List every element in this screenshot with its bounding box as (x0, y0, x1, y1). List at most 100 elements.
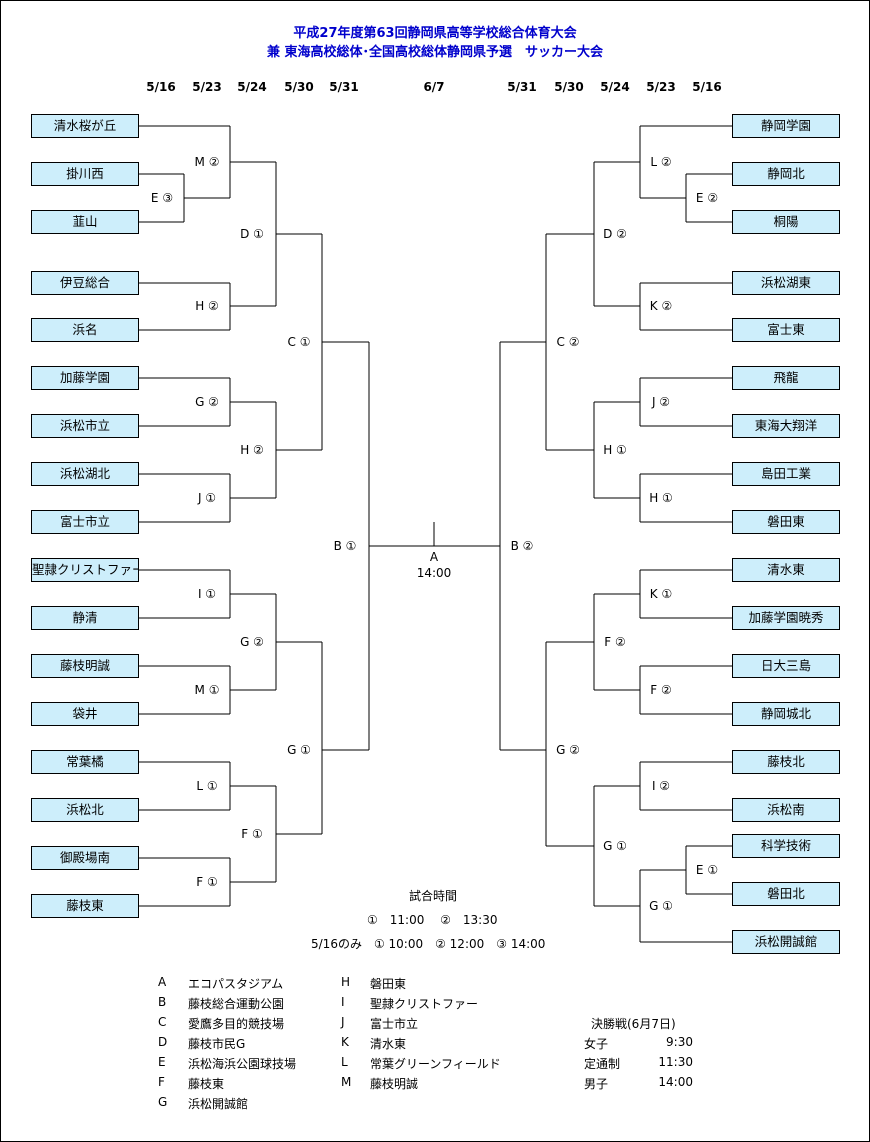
team-box: 掛川西 (31, 162, 139, 186)
round-date: 5/31 (329, 80, 359, 94)
venue-code: F (158, 1075, 165, 1089)
match-label: C ② (556, 335, 580, 349)
match-label: F ② (650, 683, 672, 697)
match-label: G ② (240, 635, 264, 649)
team-box: 藤枝北 (732, 750, 840, 774)
match-label: D ② (603, 227, 627, 241)
round-date: 5/16 (692, 80, 722, 94)
team-box: 韮山 (31, 210, 139, 234)
team-box: 静岡学園 (732, 114, 840, 138)
team-box: 加藤学園 (31, 366, 139, 390)
finals-time: 14:00 (658, 1075, 693, 1089)
venue-name: 藤枝市民G (188, 1037, 246, 1051)
match-label: F ② (604, 635, 626, 649)
match-label: G ② (556, 743, 580, 757)
match-label: L ① (196, 779, 218, 793)
team-box: 伊豆総合 (31, 271, 139, 295)
title-line-2: 兼 東海高校総体･全国高校総体静岡県予選 サッカー大会 (266, 45, 604, 60)
match-label: K ① (649, 587, 673, 601)
match-label: F ① (241, 827, 263, 841)
match-label: C ① (287, 335, 311, 349)
finals-label: 女子 (584, 1037, 609, 1051)
venue-code: G (158, 1095, 168, 1109)
team-box: 磐田東 (732, 510, 840, 534)
team-box: 浜松湖東 (732, 271, 840, 295)
team-box: 加藤学園暁秀 (732, 606, 840, 630)
team-box: 磐田北 (732, 882, 840, 906)
title-line-1: 平成27年度第63回静岡県高等学校総合体育大会 (293, 26, 577, 41)
final-time: 14:00 (416, 566, 452, 580)
team-box: 聖隷クリストファー (31, 558, 139, 582)
match-label: I ② (651, 779, 671, 793)
venue-name: 愛鷹多目的競技場 (188, 1017, 285, 1031)
finals-heading: 決勝戦(6月7日) (591, 1017, 676, 1031)
venue-name: 磐田東 (370, 977, 407, 991)
match-label: E ② (695, 191, 719, 205)
match-label: K ② (649, 299, 673, 313)
team-box: 富士市立 (31, 510, 139, 534)
team-box: 浜松南 (732, 798, 840, 822)
venue-name: エコパスタジアム (188, 977, 284, 991)
venue-code: C (158, 1015, 167, 1029)
venue-code: D (158, 1035, 168, 1049)
round-date: 6/7 (423, 80, 445, 94)
team-box: 浜松開誠館 (732, 930, 840, 954)
team-box: 袋井 (31, 702, 139, 726)
round-date: 5/31 (507, 80, 537, 94)
venue-name: 藤枝総合運動公園 (188, 997, 285, 1011)
venue-code: L (341, 1055, 348, 1069)
team-box: 日大三島 (732, 654, 840, 678)
venue-code: E (158, 1055, 166, 1069)
finals-label: 男子 (584, 1077, 609, 1091)
venue-code: H (341, 975, 351, 989)
match-label: G ② (195, 395, 219, 409)
match-label: L ② (650, 155, 672, 169)
team-box: 浜松市立 (31, 414, 139, 438)
round-date: 5/30 (554, 80, 584, 94)
round-date: 5/23 (192, 80, 222, 94)
team-box: 静清 (31, 606, 139, 630)
venue-code: I (341, 995, 345, 1009)
team-box: 東海大翔洋 (732, 414, 840, 438)
final-venue: A (429, 550, 439, 564)
venue-name: 浜松開誠館 (188, 1097, 249, 1111)
match-label: B ① (333, 539, 357, 553)
round-date: 5/30 (284, 80, 314, 94)
match-label: M ① (194, 683, 220, 697)
venue-code: K (341, 1035, 349, 1049)
team-box: 御殿場南 (31, 846, 139, 870)
match-label: J ① (197, 491, 217, 505)
team-box: 静岡北 (732, 162, 840, 186)
match-label: B ② (510, 539, 534, 553)
team-box: 桐陽 (732, 210, 840, 234)
team-box: 科学技術 (732, 834, 840, 858)
venue-name: 聖隷クリストファー (370, 997, 479, 1011)
schedule-heading: 試合時間 (409, 889, 458, 903)
venue-code: B (158, 995, 167, 1009)
round-date: 5/23 (646, 80, 676, 94)
venue-code: M (341, 1075, 352, 1089)
venue-name: 富士市立 (370, 1017, 419, 1031)
match-label: E ③ (150, 191, 174, 205)
match-label: M ② (194, 155, 220, 169)
team-box: 浜松北 (31, 798, 139, 822)
finals-label: 定通制 (584, 1057, 621, 1071)
venue-name: 藤枝明誠 (370, 1077, 419, 1091)
match-label: I ① (197, 587, 217, 601)
team-box: 清水東 (732, 558, 840, 582)
match-label: J ② (651, 395, 671, 409)
team-box: 富士東 (732, 318, 840, 342)
team-box: 島田工業 (732, 462, 840, 486)
match-label: H ② (240, 443, 264, 457)
team-box: 清水桜が丘 (31, 114, 139, 138)
match-label: H ① (649, 491, 673, 505)
match-label: G ① (287, 743, 311, 757)
team-box: 飛龍 (732, 366, 840, 390)
schedule-line-2: 5/16のみ ① 10:00 ② 12:00 ③ 14:00 (311, 937, 546, 951)
round-date: 5/24 (600, 80, 630, 94)
match-label: F ① (196, 875, 218, 889)
finals-time: 9:30 (666, 1035, 693, 1049)
match-label: E ① (695, 863, 719, 877)
round-date: 5/24 (237, 80, 267, 94)
